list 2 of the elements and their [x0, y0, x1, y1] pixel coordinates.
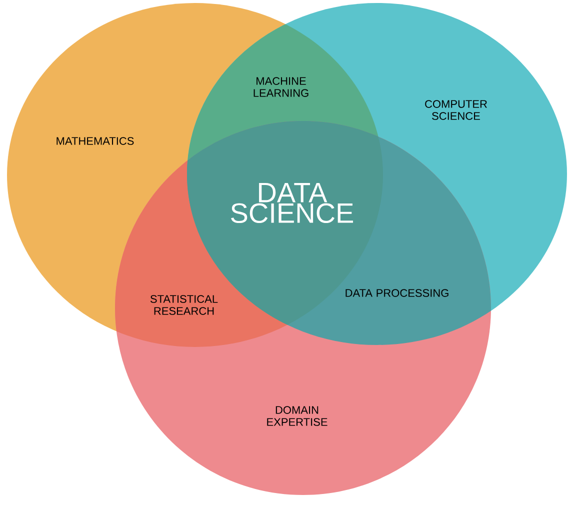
- region-label: MACHINE LEARNING: [254, 77, 308, 97]
- region-label: DATA SCIENCE: [231, 182, 354, 224]
